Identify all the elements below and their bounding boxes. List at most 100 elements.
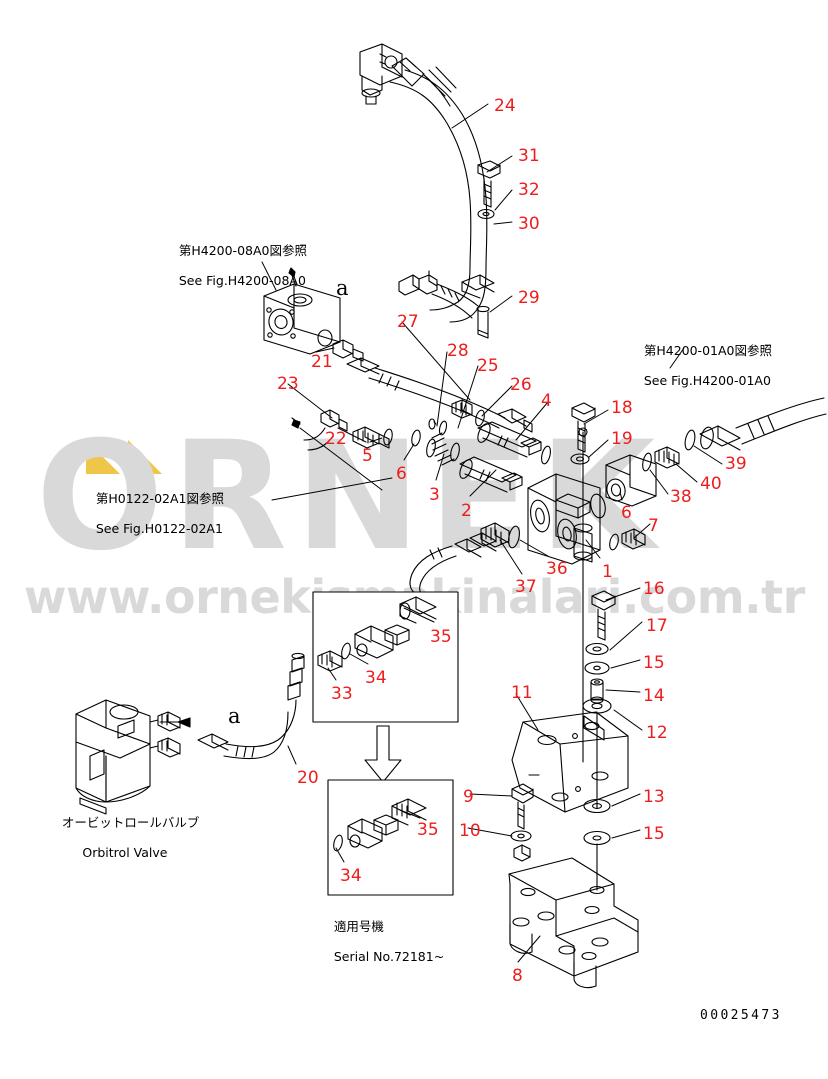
washer-15a	[584, 661, 610, 675]
hose-24	[389, 57, 488, 269]
fitting-21	[332, 339, 364, 362]
bolt-18	[571, 402, 596, 453]
watermark-logo: ORNEK	[36, 410, 664, 584]
fitting-22	[320, 409, 348, 432]
part-callout-33: 33	[331, 684, 353, 704]
part-callout-40: 40	[700, 474, 722, 494]
reference-h4200-08a0: 第H4200-08A0図参照 See Fig.H4200-08A0	[155, 228, 307, 303]
part-callout-35: 35	[430, 627, 452, 647]
fitting-26	[451, 399, 485, 427]
hose-right-h4200-01a0	[699, 397, 827, 451]
plug-28	[428, 418, 437, 430]
section-marker-a-top: a	[336, 276, 349, 300]
part-callout-12: 12	[646, 723, 668, 743]
oring-38	[642, 452, 652, 472]
washer-32	[477, 208, 495, 220]
bolt-9	[511, 783, 534, 830]
part-callout-3: 3	[429, 485, 440, 505]
spring-3	[426, 432, 460, 466]
part-callout-39: 39	[725, 454, 747, 474]
reference-en: See Fig.H4200-08A0	[178, 273, 306, 288]
nut-under-10	[513, 844, 531, 862]
spool-4	[477, 421, 552, 465]
part-callout-35: 35	[417, 820, 439, 840]
reference-jp: 第H4200-08A0図参照	[178, 243, 307, 258]
part-callout-25: 25	[477, 356, 499, 376]
washer-25	[438, 420, 448, 436]
part-callout-22: 22	[325, 429, 347, 449]
spool-2	[459, 456, 523, 493]
part-callout-7: 7	[648, 516, 659, 536]
part-callout-19: 19	[611, 429, 633, 449]
fitting-40	[654, 446, 680, 469]
reference-jp: 第H4200-01A0図参照	[643, 343, 772, 358]
hose-a-top	[398, 270, 479, 319]
part-callout-2: 2	[461, 501, 472, 521]
part-callout-34: 34	[340, 866, 362, 886]
part-callout-20: 20	[297, 768, 319, 788]
part-callout-23: 23	[277, 374, 299, 394]
part-callout-24: 24	[494, 96, 516, 116]
part-callout-18: 18	[611, 398, 633, 418]
inset-serial-parts	[333, 798, 427, 852]
bracket-8	[508, 857, 639, 989]
label-orbitrol-valve: オービットロールバルブ Orbitrol Valve	[38, 800, 200, 875]
clamp-30	[461, 274, 495, 299]
part-callout-37: 37	[515, 577, 537, 597]
serial-note-jp: 適用号機	[333, 919, 384, 934]
oring-39	[684, 429, 696, 451]
part-callout-32: 32	[518, 180, 540, 200]
part-callout-30: 30	[518, 214, 540, 234]
part-callout-28: 28	[447, 341, 469, 361]
part-callout-38: 38	[670, 487, 692, 507]
part-callout-36: 36	[546, 559, 568, 579]
part-callout-27: 27	[397, 312, 419, 332]
label-serial-note: 適用号機 Serial No.72181~	[310, 904, 444, 979]
reference-h4200-01a0: 第H4200-01A0図参照 See Fig.H4200-01A0	[620, 328, 772, 403]
inset-box-current	[312, 591, 459, 723]
part-callout-34: 34	[365, 668, 387, 688]
part-callout-21: 21	[311, 352, 333, 372]
leader-lines	[261, 103, 723, 963]
washer-17	[585, 642, 609, 656]
bolt-31	[477, 160, 501, 208]
pipe-29	[476, 305, 490, 339]
fitting-37	[480, 522, 510, 548]
part-callout-15: 15	[643, 824, 665, 844]
hose-20	[197, 652, 305, 760]
part-callout-14: 14	[643, 686, 665, 706]
tube-27	[346, 357, 533, 433]
orbitrol-valve-body	[75, 699, 151, 815]
part-callout-1: 1	[602, 562, 613, 582]
section-marker-a-bottom: a	[228, 704, 241, 728]
reference-h0122-02a1: 第H0122-02A1図参照 See Fig.H0122-02A1	[72, 476, 224, 551]
part-callout-4: 4	[541, 391, 552, 411]
part-callout-5: 5	[362, 446, 373, 466]
orbitrol-fittings	[149, 711, 191, 758]
valve-block-left	[263, 267, 341, 355]
main-valve-body	[527, 473, 606, 565]
drawing-number: 00025473	[700, 1008, 782, 1023]
part-callout-17: 17	[646, 616, 668, 636]
hose-23	[303, 427, 334, 451]
part-5-fitting	[352, 426, 390, 449]
part-callout-15: 15	[643, 653, 665, 673]
part-callout-16: 16	[643, 579, 665, 599]
part-callout-8: 8	[512, 966, 523, 986]
part-callout-31: 31	[518, 146, 540, 166]
inset-current-parts	[317, 596, 437, 672]
leader-23-hose	[291, 417, 301, 429]
orbitrol-valve-en: Orbitrol Valve	[82, 845, 168, 860]
part-callout-26: 26	[510, 375, 532, 395]
part-callout-6: 6	[621, 503, 632, 523]
bolt-16	[591, 590, 616, 641]
inset-box-serial	[327, 779, 454, 896]
orbitrol-valve-jp: オービットロールバルブ	[61, 815, 200, 830]
part-callout-11: 11	[511, 683, 533, 703]
reference-en: See Fig.H0122-02A1	[95, 521, 223, 536]
serial-note-en: Serial No.72181~	[333, 949, 445, 964]
oring-6a	[383, 428, 393, 446]
